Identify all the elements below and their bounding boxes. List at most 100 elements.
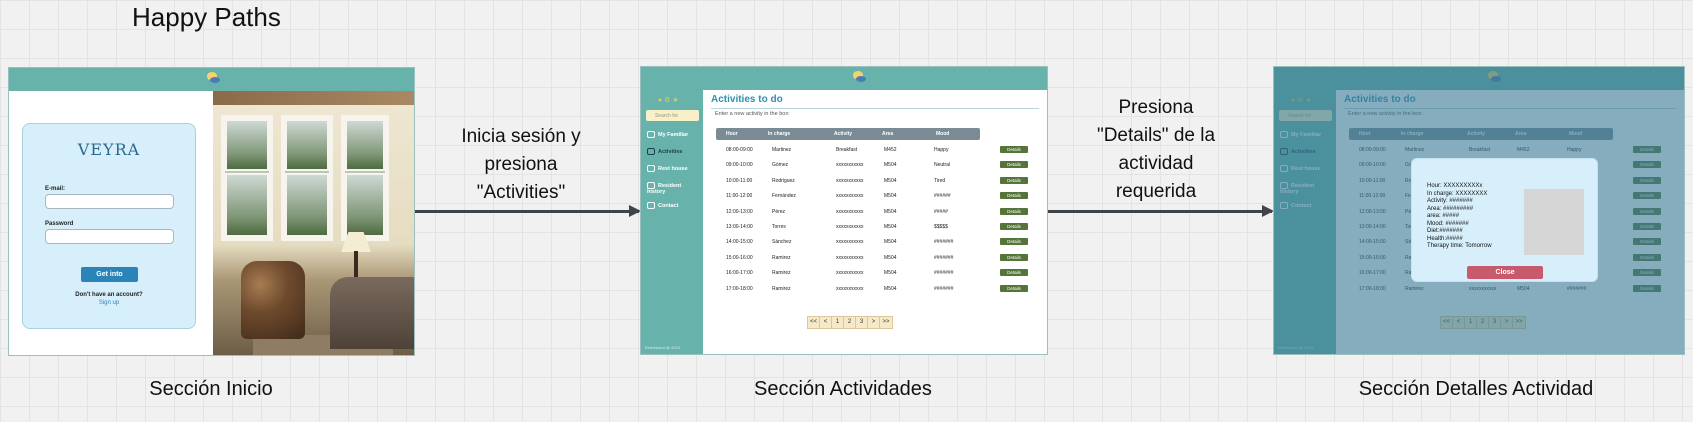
cell-hour: 12:00-13:00 (726, 208, 753, 215)
sign-up-link[interactable]: Sign up (98, 300, 120, 306)
sidebar-item-my-familiar[interactable]: My Familiar (647, 131, 688, 138)
cell-area: M504 (884, 162, 897, 169)
cell-hour: 08:00-09:00 (726, 147, 753, 153)
cell-mood: Happy (934, 147, 949, 153)
cell-hour: 10:00-11:00 (726, 177, 753, 184)
cell-mood: ####### (934, 285, 954, 292)
sidebar-item-contact[interactable]: Contact (647, 202, 678, 209)
cell-in-charge: Ramirez (772, 285, 791, 292)
arrow-2-line-4: requerida (1115, 181, 1197, 202)
detail-therapy-time: Therapy time: Tomorrow (1427, 243, 1492, 249)
cell-in-charge: Ramirez (772, 270, 791, 277)
caption-actividades: Sección Actividades (754, 378, 932, 400)
cell-area: M504 (884, 254, 897, 261)
detail-area-2: area: ##### (1427, 213, 1460, 219)
no-account-text: Don't have an account? (75, 292, 143, 298)
cell-area: M504 (884, 285, 897, 292)
column-mood: Mood (936, 131, 950, 137)
detail-hour: Hour: XXXXXXXXXx (1427, 183, 1483, 189)
sidebar-item-activities[interactable]: Activities (647, 148, 682, 155)
close-button[interactable]: Close (1467, 266, 1543, 279)
cell-hour: 16:00-17:00 (726, 270, 753, 277)
cell-activity: xxxxxxxxxxx (836, 254, 864, 261)
details-button[interactable]: Details (1000, 146, 1028, 153)
details-button[interactable]: Details (1000, 223, 1028, 230)
cell-in-charge: Sánchez (772, 239, 792, 246)
cell-activity: Breakfast (836, 147, 858, 153)
cell-in-charge: Pérez (772, 208, 786, 215)
cell-activity: xxxxxxxxxxx (836, 208, 864, 215)
flow-arrow-2 (1048, 210, 1272, 213)
password-field[interactable] (45, 229, 174, 244)
column-in-charge: In charge (768, 131, 791, 137)
armchair (241, 261, 305, 339)
brand-name: VEYRA (77, 140, 141, 159)
details-button[interactable]: Details (1000, 207, 1028, 215)
page-button[interactable]: << (808, 317, 821, 328)
page-title: Activities to do (711, 94, 783, 105)
living-room-photo (213, 91, 414, 355)
details-button[interactable]: Details (1000, 284, 1028, 292)
cell-hour: 09:00-10:00 (726, 162, 753, 169)
cell-in-charge: Rodriguez (772, 177, 795, 184)
login-card: VEYRA E-mail: Password Get into Don't ha… (22, 123, 196, 329)
details-button[interactable]: Details (1000, 176, 1028, 184)
flow-arrow-1 (415, 210, 639, 213)
lamp (341, 232, 371, 252)
email-field[interactable] (45, 194, 174, 209)
cell-activity: xxxxxxxxxxx (836, 193, 864, 200)
sidebar-search-input[interactable]: Search for (646, 110, 699, 121)
arrow-1-line-1: Inicia sesión y (461, 126, 581, 147)
cell-area: M504 (884, 208, 897, 215)
page-button[interactable]: 2 (844, 317, 857, 328)
cell-in-charge: Ramirez (772, 254, 791, 261)
cell-mood: Tired (934, 177, 946, 184)
page-button[interactable]: < (820, 317, 833, 328)
cell-mood: ##### (934, 208, 948, 215)
details-button[interactable]: Details (1000, 269, 1028, 277)
details-button[interactable]: Details (1000, 238, 1028, 246)
get-into-button[interactable]: Get into (81, 267, 138, 282)
details-button[interactable]: Details (1000, 161, 1028, 169)
activity-details-screen: ● ⚙ ★ Search for My Familiar Activities … (1273, 66, 1685, 355)
cell-activity: xxxxxxxxxxx (836, 239, 864, 246)
details-button[interactable]: Details (1000, 192, 1028, 200)
bird-logo-icon (205, 71, 221, 85)
page-button[interactable]: >> (882, 319, 890, 325)
cell-hour: 13:00-14:00 (726, 224, 753, 230)
details-button[interactable]: Details (1000, 253, 1028, 261)
arrow-1-label: Inicia sesión y presiona "Activities" (430, 123, 612, 207)
detail-in-charge: In charge: XXXXXXXX (1427, 190, 1488, 197)
cell-activity: xxxxxxxxxxx (836, 177, 864, 184)
login-panel: VEYRA E-mail: Password Get into Don't ha… (9, 91, 213, 355)
page-button[interactable]: 3 (856, 317, 869, 328)
cell-mood: ###### (934, 193, 951, 200)
cell-hour: 15:00-16:00 (726, 254, 753, 261)
cell-area: M504 (884, 177, 897, 184)
app-header (9, 68, 414, 91)
page-button[interactable]: 1 (832, 317, 845, 328)
detail-mood: Mood: ####### (1427, 220, 1469, 227)
cell-in-charge: Gómez (772, 162, 789, 169)
cell-in-charge: Martinez (772, 147, 792, 153)
activities-screen: ● ⚙ ★ Search for My Familiar Activities … (640, 66, 1048, 355)
sidebar-item-rest-house[interactable]: Rest house (647, 165, 688, 172)
column-activity: Activity (834, 131, 853, 137)
arrow-2-line-1: Presiona (1118, 97, 1194, 118)
password-label: Password (45, 221, 74, 227)
page-button[interactable]: > (868, 317, 881, 328)
sidebar-item-resident-history[interactable]: Resident history (647, 182, 682, 195)
arrow-1-line-2: presiona (484, 154, 558, 175)
cell-area: M504 (884, 239, 897, 246)
arrow-2-label: Presiona "Details" de la actividad reque… (1066, 94, 1246, 206)
cell-mood: ####### (934, 239, 954, 246)
contact-icon (647, 202, 655, 209)
cell-in-charge: Torres (772, 224, 786, 230)
home-icon (647, 131, 655, 138)
